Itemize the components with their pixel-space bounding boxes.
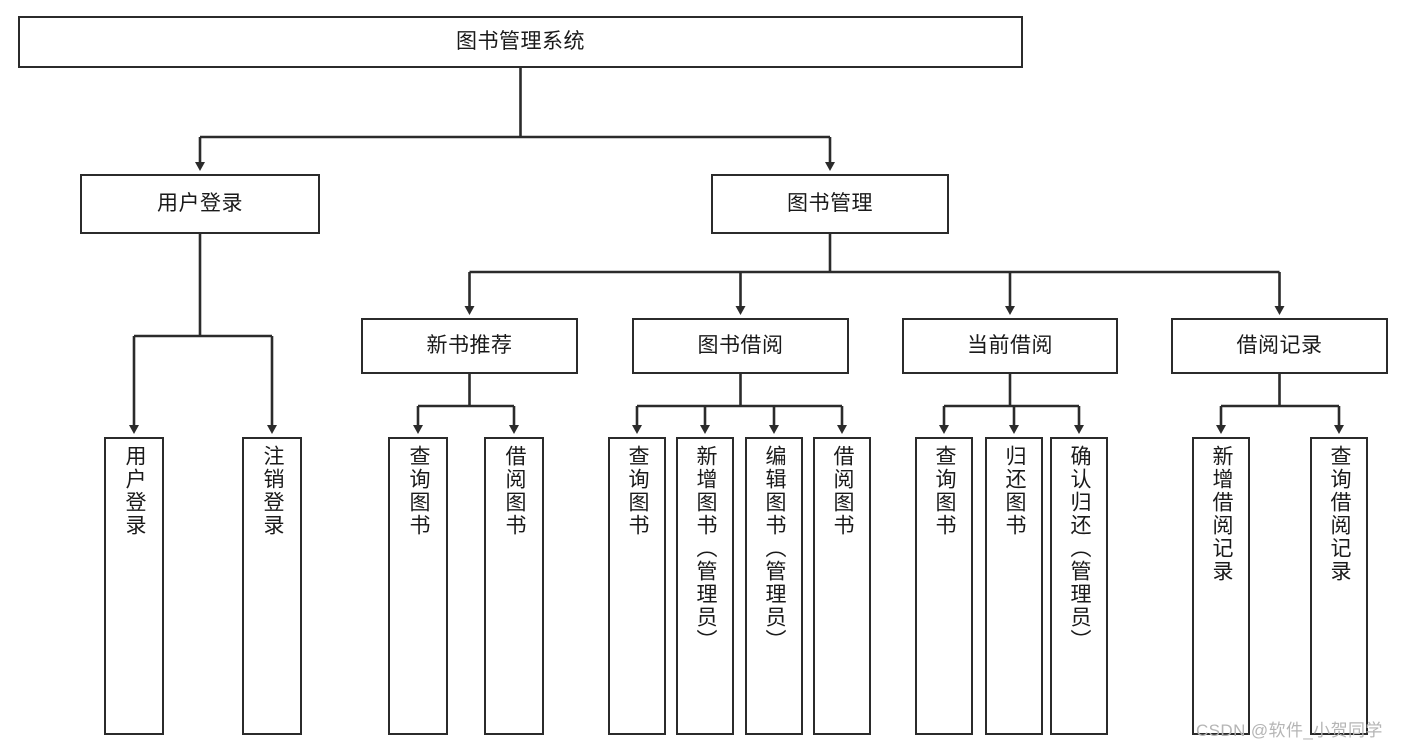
node-label: 借阅记录	[1236, 333, 1323, 357]
node-root[interactable]: 图书管理系统	[18, 16, 1023, 68]
node-label: 归还图书	[1003, 445, 1027, 537]
node-label: 用户登录	[157, 191, 243, 215]
node-leaf_return_book[interactable]: 归还图书	[985, 437, 1043, 735]
node-leaf_edit_book[interactable]: 编辑图书（管理员）	[745, 437, 803, 735]
node-label: 借阅图书	[503, 445, 527, 537]
node-leaf_query_book_1[interactable]: 查询图书	[388, 437, 448, 735]
node-label: 编辑图书（管理员）	[763, 445, 787, 652]
node-current_borrow[interactable]: 当前借阅	[902, 318, 1118, 374]
node-label: 图书管理系统	[456, 29, 585, 53]
node-label: 图书借阅	[697, 333, 784, 357]
node-leaf_add_record[interactable]: 新增借阅记录	[1192, 437, 1250, 735]
node-new_book_rec[interactable]: 新书推荐	[361, 318, 578, 374]
node-leaf_query_book_2[interactable]: 查询图书	[608, 437, 666, 735]
node-leaf_borrow_book_2[interactable]: 借阅图书	[813, 437, 871, 735]
node-book_manage[interactable]: 图书管理	[711, 174, 949, 234]
node-label: 查询借阅记录	[1328, 445, 1352, 583]
node-leaf_add_book[interactable]: 新增图书（管理员）	[676, 437, 734, 735]
node-label: 图书管理	[787, 191, 873, 215]
node-label: 新增借阅记录	[1210, 445, 1234, 583]
node-label: 查询图书	[407, 445, 431, 537]
node-label: 当前借阅	[967, 333, 1053, 357]
node-label: 确认归还（管理员）	[1068, 445, 1092, 652]
node-user_login[interactable]: 用户登录	[80, 174, 320, 234]
node-borrow_record[interactable]: 借阅记录	[1171, 318, 1388, 374]
node-label: 查询图书	[626, 445, 650, 537]
node-label: 新书推荐	[426, 333, 513, 357]
node-book_borrow[interactable]: 图书借阅	[632, 318, 849, 374]
node-label: 用户登录	[123, 445, 147, 537]
node-leaf_confirm_return[interactable]: 确认归还（管理员）	[1050, 437, 1108, 735]
node-leaf_query_book_3[interactable]: 查询图书	[915, 437, 973, 735]
node-label: 注销登录	[261, 445, 285, 537]
node-label: 查询图书	[933, 445, 957, 537]
node-leaf_logout[interactable]: 注销登录	[242, 437, 302, 735]
node-leaf_borrow_book_1[interactable]: 借阅图书	[484, 437, 544, 735]
node-label: 新增图书（管理员）	[694, 445, 718, 652]
node-label: 借阅图书	[831, 445, 855, 537]
node-leaf_query_record[interactable]: 查询借阅记录	[1310, 437, 1368, 735]
node-leaf_user_login[interactable]: 用户登录	[104, 437, 164, 735]
csdn-watermark: CSDN @软件_小贺同学	[1196, 721, 1383, 740]
